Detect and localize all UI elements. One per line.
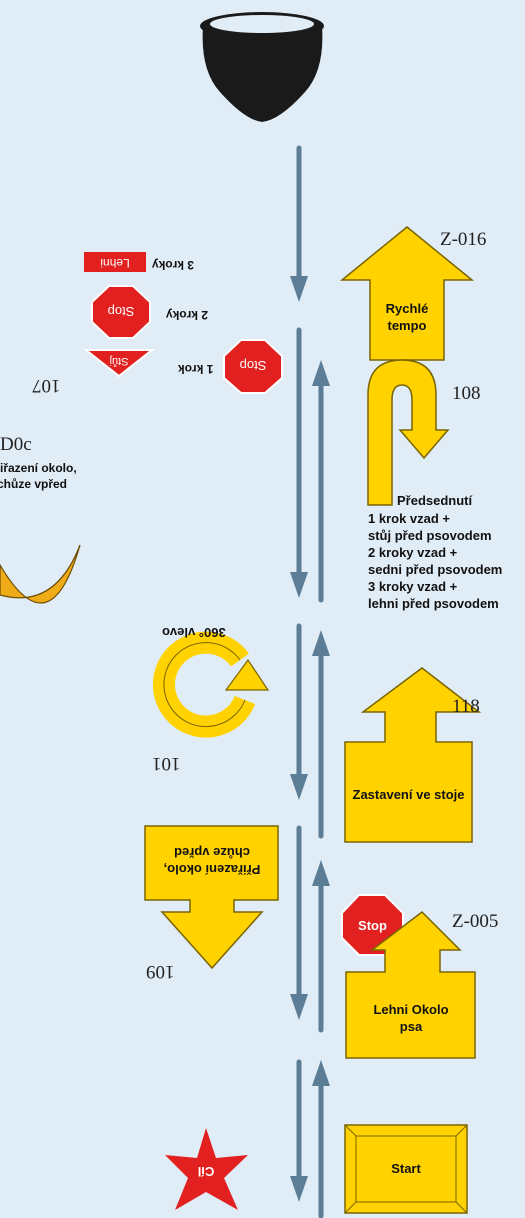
stand-sign-triangle xyxy=(83,349,155,378)
sign-number-101: 101 xyxy=(152,753,181,774)
stop-label-z005: Stop xyxy=(358,918,387,933)
sign-line-1: 1 krok vzad + xyxy=(368,511,451,526)
sign-label-stand-halt: Zastavení ve stoje xyxy=(352,787,465,802)
path-arrow-head xyxy=(290,572,308,598)
path-arrow-head xyxy=(290,1176,308,1202)
label-1-step: 1 krok xyxy=(178,362,214,376)
down-sign xyxy=(84,252,146,272)
finish-label: Cíl xyxy=(197,1164,215,1179)
u-turn-sign xyxy=(367,359,450,506)
sign-number-107: 107 xyxy=(32,375,61,396)
rotate-left-icon xyxy=(152,631,270,738)
sign-line-4: sedni před psovodem xyxy=(368,562,503,577)
stop-sign-octagon-right xyxy=(223,339,283,394)
start-label: Start xyxy=(391,1161,421,1176)
sign-label-down-around: Lehni Okolo psa xyxy=(373,1002,449,1034)
sign-number-100c: D0c xyxy=(0,434,32,455)
start-sign xyxy=(344,1124,468,1214)
sign-line-3: 2 kroky vzad + xyxy=(368,545,458,560)
sign-number-z016: Z-016 xyxy=(440,229,487,250)
sign-label-heel-forward: Přiřazení okolo, chůze vpřed xyxy=(163,845,261,877)
sign-label-heel-around: Přiřazení okolo, chůze vpřed xyxy=(0,461,77,491)
label-2-steps: 2 kroky xyxy=(166,308,209,322)
stop-sign-octagon xyxy=(91,285,151,339)
halt-sign xyxy=(344,667,482,843)
path-arrow-head xyxy=(312,360,330,386)
sign-number-118: 118 xyxy=(452,696,480,717)
path-arrow-head xyxy=(312,1060,330,1086)
path-arrow-head xyxy=(312,860,330,886)
stand-label: Stůj xyxy=(109,355,129,367)
finish-star xyxy=(165,1128,248,1210)
sign-number-109: 109 xyxy=(146,961,175,982)
sign-line-2: stůj před psovodem xyxy=(368,528,492,543)
curve-around-icon xyxy=(0,544,81,604)
sign-label-360-left: 360° vlevo xyxy=(162,625,226,640)
sign-number-108: 108 xyxy=(452,383,481,404)
sign-label-rapid-pace: Rychlé tempo xyxy=(385,301,429,333)
house-sign-z005 xyxy=(345,911,476,1059)
sign-line-6: lehni před psovodem xyxy=(368,596,499,611)
stop-label-1: Stop xyxy=(239,358,267,373)
down-sign-label: Lehni xyxy=(100,256,130,270)
label-3-steps: 3 kroky xyxy=(152,258,195,272)
sign-line-5: 3 kroky vzad + xyxy=(368,579,458,594)
stop-label-2: Stop xyxy=(107,304,135,319)
path-arrow-head xyxy=(290,994,308,1020)
path-arrow-head xyxy=(312,630,330,656)
sign-label-front-sit: Předsednutí xyxy=(397,493,473,508)
sign-number-z005: Z-005 xyxy=(452,911,499,932)
arrow-down-sign xyxy=(144,825,279,970)
bowl-icon xyxy=(200,12,324,122)
path-arrow-head xyxy=(290,774,308,800)
path-arrows xyxy=(290,145,330,1218)
path-arrow-head xyxy=(290,276,308,302)
